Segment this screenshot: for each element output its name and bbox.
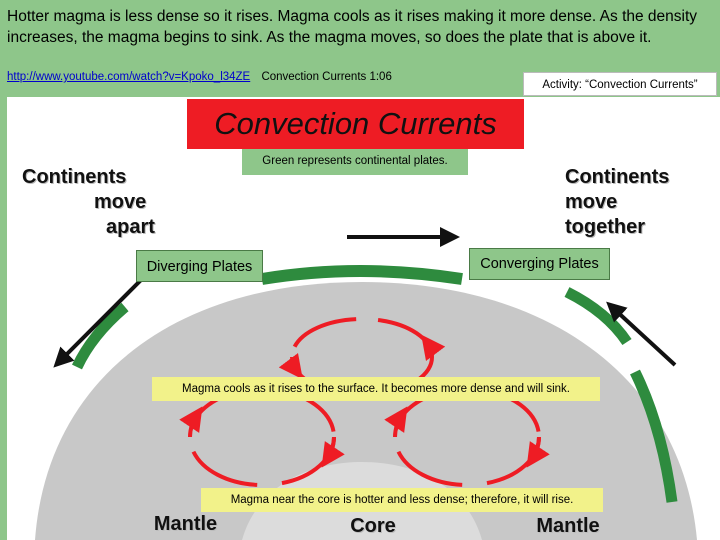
- diverging-plates-label: Diverging Plates: [136, 250, 263, 282]
- video-link-row: http://www.youtube.com/watch?v=Kpoko_l34…: [7, 71, 392, 83]
- activity-label: Activity: “Convection Currents”: [523, 72, 717, 96]
- left-heading-line3: apart: [106, 216, 155, 238]
- right-heading: Continents move together: [565, 165, 705, 240]
- surface-note: Magma cools as it rises to the surface. …: [152, 377, 600, 401]
- plate-right-upper: [564, 287, 632, 346]
- diagram-title: Convection Currents: [187, 99, 524, 149]
- converging-plates-label: Converging Plates: [469, 248, 610, 280]
- mantle-right-label: Mantle: [536, 515, 600, 537]
- right-heading-line3: together: [565, 216, 645, 238]
- video-caption: Convection Currents 1:06: [261, 71, 392, 83]
- left-heading: Continents move apart: [22, 165, 167, 240]
- mantle-dome: [35, 282, 697, 540]
- intro-text: Hotter magma is less dense so it rises. …: [7, 8, 698, 46]
- plate-left-visible: [72, 302, 129, 370]
- plate-top: [261, 265, 463, 285]
- arrow-left: [53, 277, 144, 368]
- current-arrowheads: [179, 334, 550, 468]
- video-link[interactable]: http://www.youtube.com/watch?v=Kpoko_l34…: [7, 71, 251, 83]
- mantle-left-label: Mantle: [153, 513, 218, 535]
- core-note: Magma near the core is hotter and less d…: [201, 488, 603, 512]
- right-heading-line2: move: [565, 191, 618, 213]
- plate-right: [630, 369, 678, 503]
- core-label: Core: [350, 515, 396, 537]
- left-heading-line2: move: [94, 191, 147, 213]
- left-heading-line1: Continents: [22, 166, 127, 188]
- convection-diagram: [35, 227, 697, 540]
- plate-legend-note: Green represents continental plates.: [242, 149, 468, 175]
- arrow-right: [606, 301, 677, 367]
- right-heading-line1: Continents: [565, 166, 670, 188]
